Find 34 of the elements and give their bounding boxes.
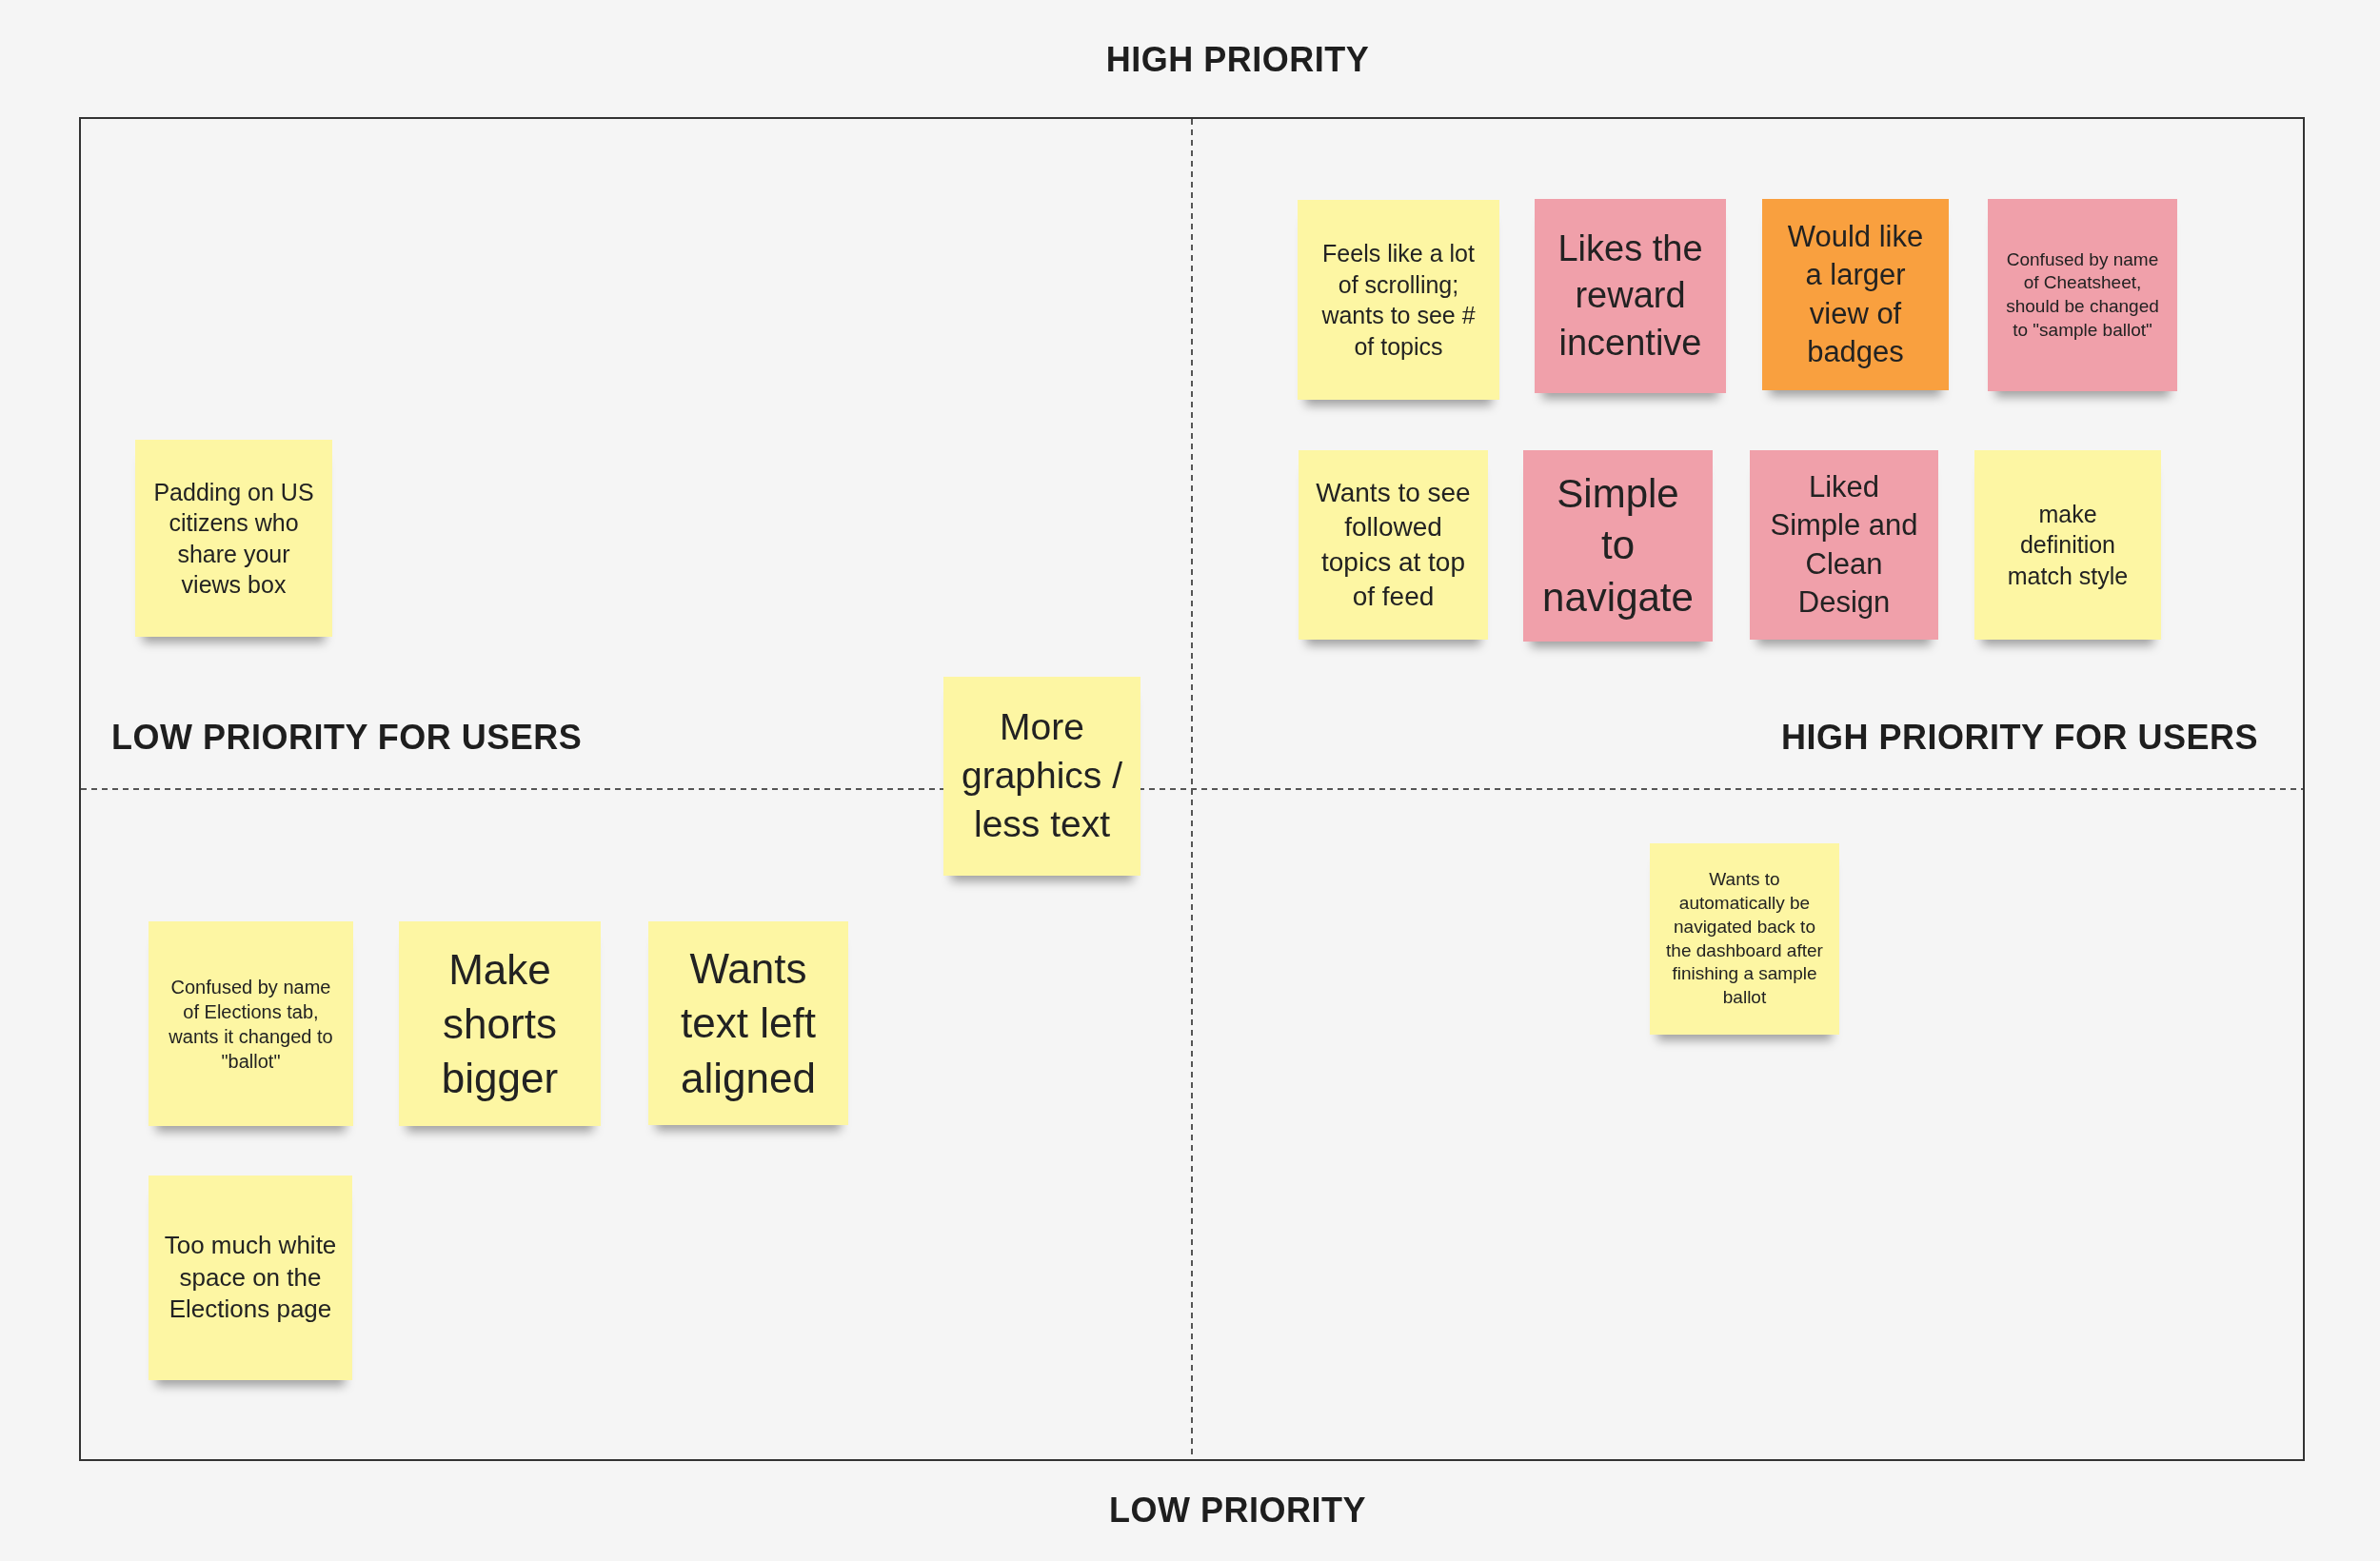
note-text: More graphics / less text [960, 705, 1124, 846]
note-text: Simple to navigate [1541, 469, 1695, 622]
note-text: Liked Simple and Clean Design [1769, 468, 1919, 621]
note-text: make definition match style [2006, 499, 2130, 591]
sticky-note [1523, 450, 1713, 642]
note-text: Likes the reward incentive [1557, 227, 1704, 365]
axis-label: LOW PRIORITY [1109, 1491, 1366, 1531]
sticky-note [1650, 843, 1839, 1035]
sticky-note [1750, 450, 1938, 640]
note-text: Padding on US citizens who share your views box [152, 477, 315, 600]
note-text: Confused by name of Cheatsheet, should be changed to "sample ballot" [2005, 247, 2160, 342]
sticky-note [1535, 199, 1726, 393]
note-text: Feels like a lot of scrolling; wants to see # of topics [1320, 239, 1477, 362]
sticky-note [943, 677, 1140, 876]
sticky-note [399, 921, 601, 1126]
note-text: Would like a larger view of badges [1786, 218, 1925, 370]
sticky-note [1974, 450, 2161, 640]
sticky-note [135, 440, 332, 637]
note-text: Wants text left aligned [680, 944, 817, 1103]
note-text: Too much white space on the Elections page [163, 1229, 338, 1326]
note-text: Wants to see followed topics at top of feed [1315, 476, 1472, 613]
sticky-note [1299, 450, 1488, 640]
axis-label: HIGH PRIORITY [1105, 40, 1370, 80]
sticky-note [1762, 199, 1949, 390]
note-text: Make shorts bigger [440, 944, 560, 1104]
axis-label: LOW PRIORITY FOR USERS [111, 718, 583, 758]
sticky-note [648, 921, 848, 1125]
note-text: Confused by name of Elections tab, wants it changed to "ballot" [168, 975, 334, 1074]
sticky-note [149, 1176, 352, 1380]
sticky-note [1988, 199, 2177, 391]
axis-label: HIGH PRIORITY FOR USERS [1781, 718, 2258, 758]
sticky-note [149, 921, 353, 1126]
note-text: Wants to automatically be navigated back to the dashboard after finishing a sample ballot [1665, 868, 1824, 1009]
sticky-note [1298, 200, 1499, 400]
